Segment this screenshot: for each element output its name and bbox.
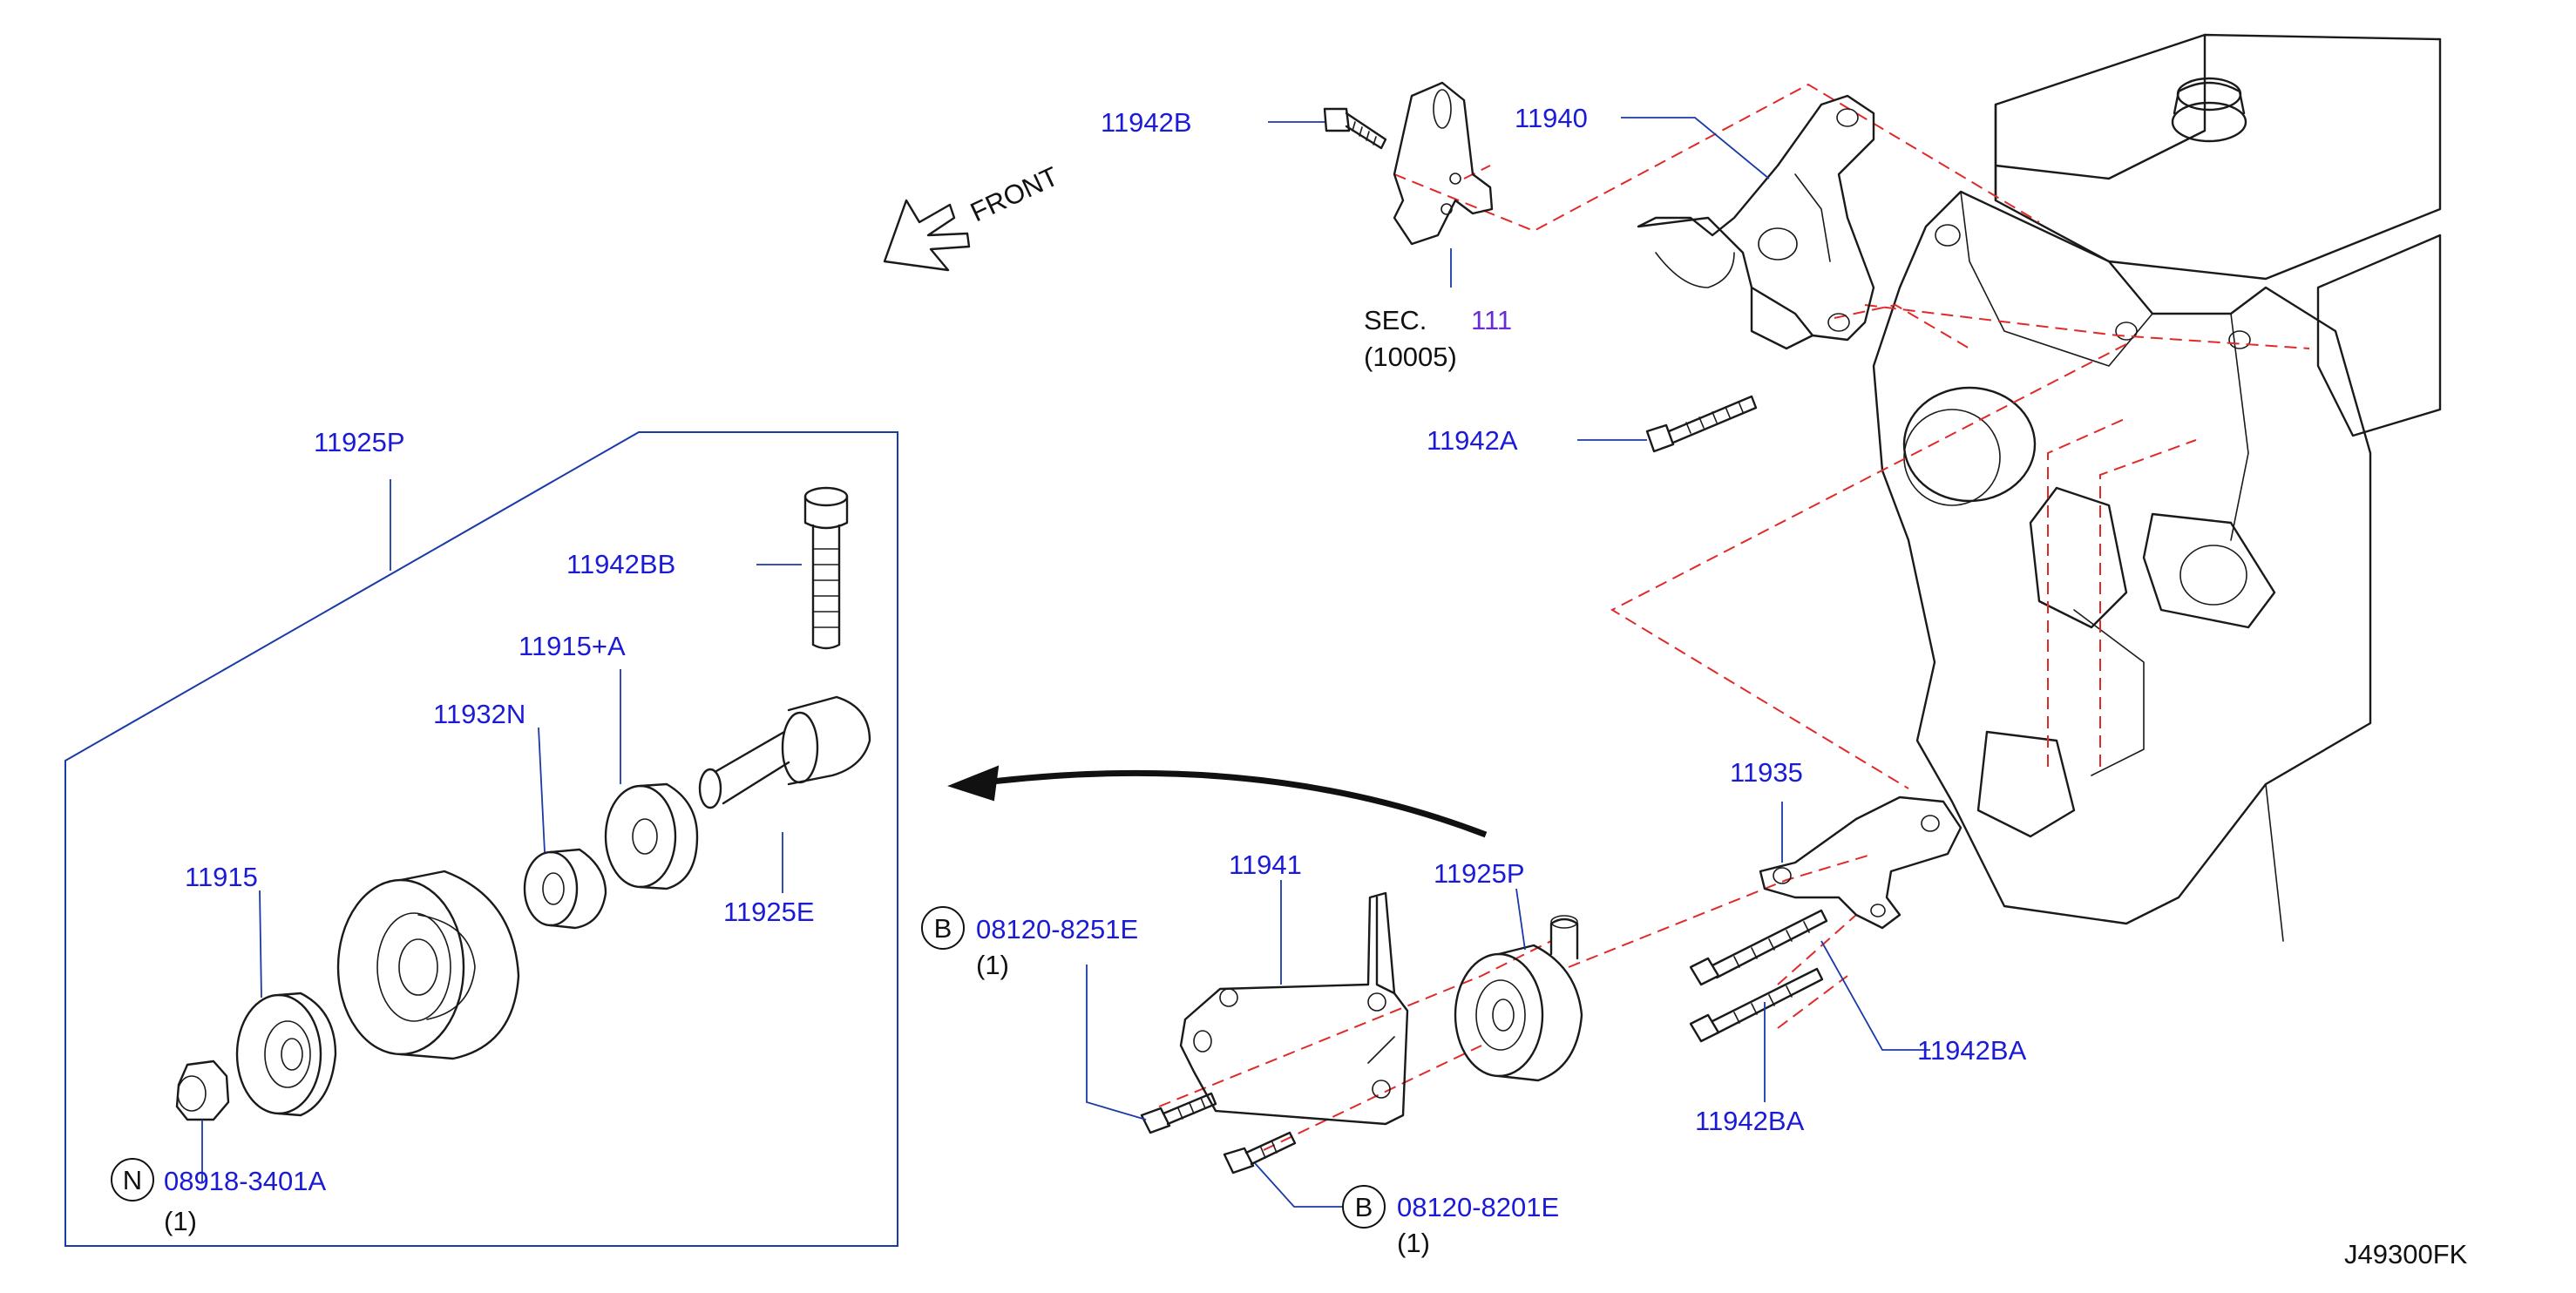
pulley-illustration <box>336 870 520 1060</box>
section-ref-sub: (10005) <box>1364 342 1457 372</box>
diagram-id: J49300FK <box>2344 1239 2468 1269</box>
callout-11941: 11941 <box>1229 850 1302 880</box>
callout-11932n: 11932N <box>433 699 525 729</box>
callout-11925p: 11925P <box>1434 858 1525 889</box>
callout-bolt1-qty: (1) <box>976 950 1009 980</box>
assembly-arrow <box>947 765 1488 838</box>
nut-badge-circle <box>111 1158 154 1202</box>
front-direction-indicator: FRONT <box>883 160 1063 272</box>
bracket-11935-illustration <box>1759 795 1963 930</box>
bolt1-badge-letter: B <box>934 913 952 944</box>
bolt1-badge-circle <box>921 906 965 950</box>
callout-11915: 11915 <box>185 862 258 892</box>
callout-11935: 11935 <box>1730 757 1803 788</box>
callout-11915a: 11915+A <box>519 631 626 661</box>
bolt-08120-8251e-illustration <box>1140 1092 1217 1134</box>
bolt2-badge-circle <box>1342 1185 1386 1229</box>
callout-11942a: 11942A <box>1427 425 1518 456</box>
bolt-11942a-illustration <box>1645 395 1758 453</box>
callout-11940: 11940 <box>1515 103 1588 133</box>
nut-badge-letter: N <box>123 1165 142 1195</box>
bolt1-callout: B 08120-8251E (1) <box>921 906 1138 980</box>
bracket-11940-illustration <box>1637 94 1875 350</box>
callout-nut-qty: (1) <box>164 1206 197 1236</box>
bolt-11942ba-lower-illustration <box>1689 967 1824 1043</box>
bolt-11942ba-upper-illustration <box>1689 909 1828 986</box>
callout-11925p-kit: 11925P <box>314 427 405 457</box>
assembly-guide-lines <box>1158 83 2310 1151</box>
front-arrow-icon <box>883 199 971 272</box>
callout-leaders <box>201 117 1930 1208</box>
nut-illustration <box>175 1059 230 1121</box>
nut-callout: N 08918-3401A (1) <box>111 1158 326 1236</box>
kit-11925p-frame <box>64 431 898 1247</box>
bolt-11942b-illustration <box>1323 107 1387 150</box>
bolt-08120-8201e-illustration <box>1223 1131 1297 1175</box>
callout-11925e: 11925E <box>723 897 815 927</box>
washer-11915-illustration <box>235 992 337 1117</box>
shaft-11925e-illustration <box>698 695 871 809</box>
small-bracket-illustration <box>1393 81 1494 246</box>
bolt2-callout: B 08120-8201E (1) <box>1342 1185 1559 1258</box>
callout-11942b: 11942B <box>1101 107 1192 138</box>
callout-11942ba-bottom: 11942BA <box>1695 1106 1805 1136</box>
bolt2-badge-letter: B <box>1355 1192 1373 1222</box>
callout-bolt2-part-number: 08120-8201E <box>1397 1192 1559 1222</box>
section-ref-number: 111 <box>1471 305 1512 335</box>
callout-11942bb: 11942BB <box>566 549 675 579</box>
front-label: FRONT <box>966 160 1063 227</box>
section-ref-prefix: SEC. <box>1364 305 1427 335</box>
bushing-11932n-illustration <box>523 848 607 930</box>
bracket-11941-illustration <box>1179 891 1409 1126</box>
callout-bolt2-qty: (1) <box>1397 1228 1430 1258</box>
callout-bolt1-part-number: 08120-8251E <box>976 914 1138 944</box>
engine-block-illustration <box>1872 33 2442 942</box>
callout-nut-part-number: 08918-3401A <box>164 1166 326 1196</box>
idler-pulley-11925p-illustration <box>1454 915 1583 1082</box>
bolt-11942bb-illustration <box>803 486 849 650</box>
callout-11942ba-right: 11942BA <box>1917 1035 2027 1066</box>
washer-11915a-illustration <box>604 782 699 890</box>
